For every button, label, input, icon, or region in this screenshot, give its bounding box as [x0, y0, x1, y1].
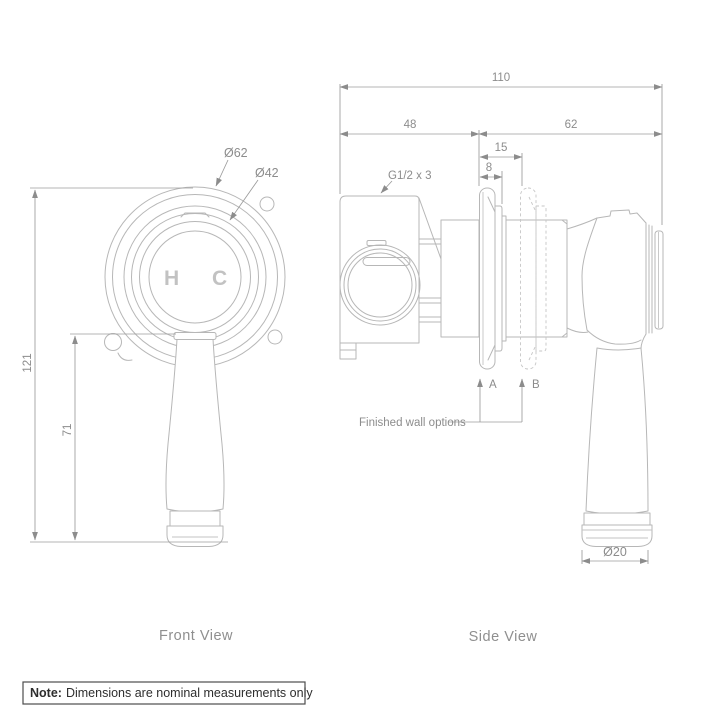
- mounting-ears: [104, 196, 283, 361]
- wall-option-a-label: A: [489, 379, 497, 391]
- dim-label-62: 62: [565, 119, 578, 131]
- port-slot: [362, 257, 411, 266]
- wall-option-b-label: B: [532, 379, 540, 391]
- dim-label-110: 110: [492, 72, 510, 84]
- port-tab: [366, 240, 387, 246]
- side-dimensions: 110 48 62 15 8 G1/2 x 3 A B Finished wal…: [339, 72, 663, 564]
- dim-label-15: 15: [495, 142, 508, 154]
- cold-indicator: C: [212, 267, 227, 290]
- front-dimensions: 121 71 Ø62 Ø42: [22, 146, 279, 543]
- front-view: H C 121 71 Ø62 Ø42 Front View: [22, 146, 286, 644]
- cartridge-block: [440, 219, 480, 338]
- index-notch: [180, 212, 210, 218]
- note-prefix: Note:: [30, 686, 62, 700]
- thread-label: G1/2 x 3: [388, 170, 431, 182]
- sleeve: [505, 219, 568, 338]
- hot-indicator: H: [164, 267, 179, 290]
- dia-42-label: Ø42: [255, 166, 279, 180]
- front-view-label: Front View: [159, 628, 233, 644]
- flange-option-b: [520, 187, 547, 370]
- dim-label-121: 121: [22, 353, 34, 372]
- note-text: Note: Dimensions are nominal measurements…: [30, 686, 313, 700]
- valve-housing: [339, 195, 442, 360]
- side-handle: [566, 209, 664, 547]
- front-lever-handle: [165, 332, 225, 547]
- dim-label-8: 8: [486, 162, 492, 174]
- flange: [479, 187, 507, 370]
- wall-options-label: Finished wall options: [359, 417, 466, 429]
- note-box: Note: Dimensions are nominal measurements…: [22, 681, 313, 705]
- dim-label-71: 71: [62, 424, 74, 437]
- dial-circles: [104, 186, 286, 368]
- side-view-label: Side View: [469, 629, 538, 645]
- note-body: Dimensions are nominal measurements only: [66, 686, 313, 700]
- dia-20-label: Ø20: [603, 545, 627, 559]
- side-view: 110 48 62 15 8 G1/2 x 3 A B Finished wal…: [339, 72, 664, 645]
- dim-label-48: 48: [404, 119, 417, 131]
- dia-62-label: Ø62: [224, 146, 248, 160]
